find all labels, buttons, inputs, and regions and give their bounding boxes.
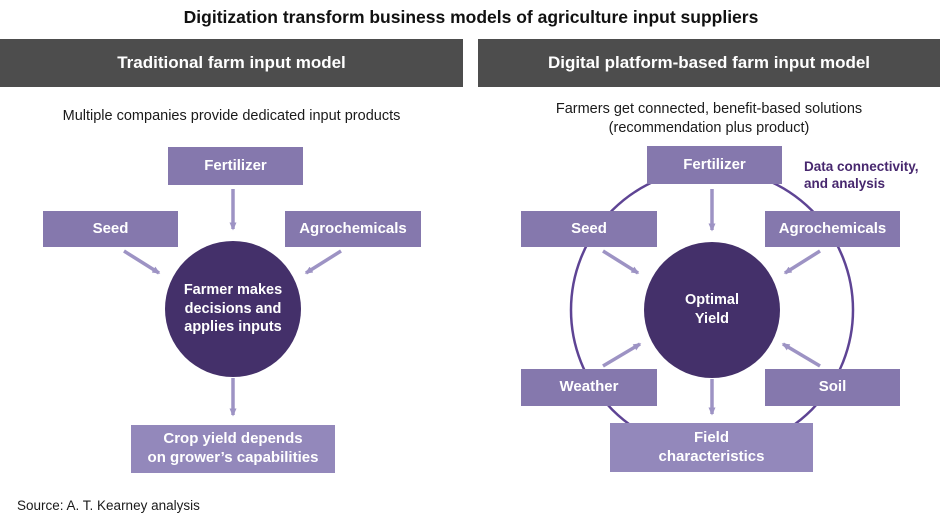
input-box-fertilizer-right: Fertilizer <box>647 146 782 184</box>
left-panel-header: Traditional farm input model <box>0 39 463 87</box>
input-box-agrochemicals-left: Agrochemicals <box>285 211 421 247</box>
outcome-box-field-characteristics: Field characteristics <box>610 423 813 472</box>
arrow-agrochemicals-to-yield <box>783 249 821 275</box>
data-connectivity-label: Data connectivity, and analysis <box>804 159 919 191</box>
source-note: Source: A. T. Kearney analysis <box>17 498 200 513</box>
input-box-weather: Weather <box>521 369 657 406</box>
right-panel-subtitle: Farmers get connected, benefit-based sol… <box>555 101 863 136</box>
arrow-agrochemicals-to-farmer-left <box>304 249 342 275</box>
left-panel-subtitle: Multiple companies provide dedicated inp… <box>62 108 401 124</box>
arrow-seed-to-farmer-left <box>123 249 161 275</box>
farmer-decisions-circle: Farmer makes decisions and applies input… <box>165 241 301 377</box>
input-box-soil: Soil <box>765 369 900 406</box>
input-box-fertilizer-left: Fertilizer <box>168 147 303 185</box>
outcome-box-crop-yield: Crop yield depends on grower’s capabilit… <box>131 425 335 473</box>
right-panel-header: Digital platform-based farm input model <box>478 39 940 87</box>
arrow-soil-to-yield <box>781 342 821 368</box>
arrow-seed-to-yield <box>602 249 640 275</box>
arrow-weather-to-yield <box>602 342 642 368</box>
input-box-seed-right: Seed <box>521 211 657 247</box>
input-box-agrochemicals-right: Agrochemicals <box>765 211 900 247</box>
optimal-yield-circle: Optimal Yield <box>644 242 780 378</box>
input-box-seed-left: Seed <box>43 211 178 247</box>
figure-title: Digitization transform business models o… <box>183 7 759 27</box>
